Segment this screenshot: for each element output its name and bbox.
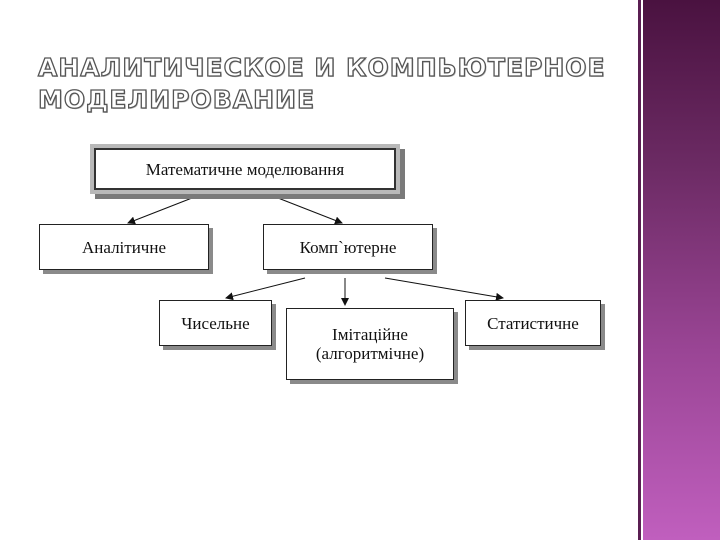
page-title: АНАЛИТИЧЕСКОЕ И КОМПЬЮТЕРНОЕ МОДЕЛИРОВАН… xyxy=(37,52,606,114)
node-analytical: Аналітичне xyxy=(39,224,209,270)
arrow-root-to-computer xyxy=(277,197,343,225)
node-simulation-label-line2: (алгоритмічне) xyxy=(315,344,425,363)
arrow-computer-to-numerical xyxy=(225,277,306,301)
diagram-connectors xyxy=(127,197,504,306)
node-simulation: Імітаційне (алгоритмічне) xyxy=(286,308,454,380)
node-simulation-label-line1: Імітаційне xyxy=(332,325,408,344)
node-statistical: Статистичне xyxy=(465,300,601,346)
node-computer: Комп`ютерне xyxy=(263,224,433,270)
node-mathematical-modeling: Математичне моделювання xyxy=(94,148,396,190)
arrow-root-to-analytical xyxy=(127,197,193,225)
node-numerical: Чисельне xyxy=(159,300,272,346)
node-numerical-label: Чисельне xyxy=(181,313,250,333)
decorative-side-bar xyxy=(638,0,720,540)
node-mathematical-modeling-label: Математичне моделювання xyxy=(145,159,345,179)
node-statistical-label: Статистичне xyxy=(487,313,579,333)
node-computer-label: Комп`ютерне xyxy=(299,237,397,257)
node-analytical-label: Аналітичне xyxy=(82,237,166,257)
arrow-computer-to-statistical xyxy=(384,277,504,301)
